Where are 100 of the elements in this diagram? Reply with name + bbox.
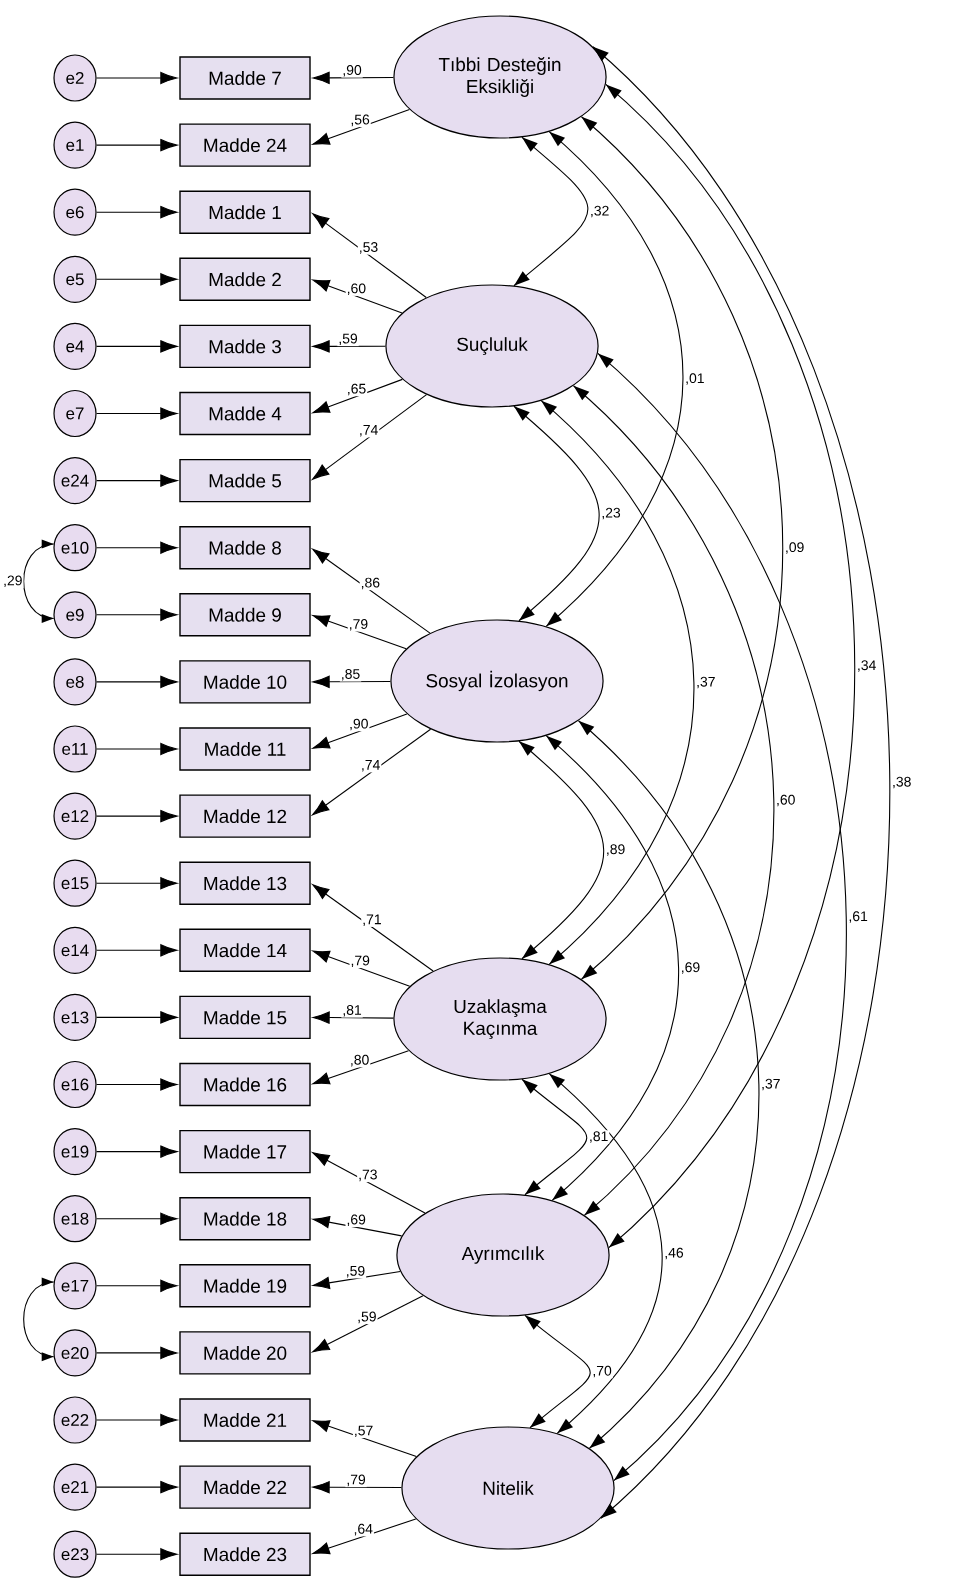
covariance-arrow <box>580 116 784 980</box>
item-box: Madde 23 <box>179 1532 311 1576</box>
edge-label: ,53 <box>357 241 380 255</box>
item-box: Madde 11 <box>179 727 311 771</box>
item-box: Madde 4 <box>179 391 311 436</box>
arrow <box>96 1078 178 1091</box>
edge-label: ,56 <box>349 113 371 128</box>
loading-arrow <box>312 1152 426 1214</box>
edge-label: ,57 <box>352 1424 375 1439</box>
item-box: Madde 8 <box>179 526 311 570</box>
edge-label: ,34 <box>855 659 878 673</box>
arrow <box>96 541 178 554</box>
arrow <box>96 675 178 689</box>
loading-arrow <box>312 615 407 650</box>
covariance-arrow <box>545 735 680 1201</box>
edge-label: ,74 <box>357 424 380 438</box>
item-box: Madde 9 <box>179 593 311 637</box>
edge-label: ,23 <box>600 506 622 521</box>
arrow <box>96 1548 178 1561</box>
edge-label: ,64 <box>352 1522 374 1537</box>
arrow <box>96 608 178 621</box>
covariance-arrow <box>548 1073 663 1434</box>
arrow <box>96 474 178 487</box>
edge-label: ,69 <box>679 961 702 975</box>
item-box: Madde 15 <box>179 995 311 1040</box>
loading-arrow <box>312 884 434 972</box>
item-box: Madde 5 <box>179 458 311 503</box>
arrow <box>96 340 178 353</box>
loading-arrow <box>312 728 432 816</box>
loading-arrow <box>312 950 411 987</box>
covariance-arrow <box>23 1277 55 1362</box>
item-box: Madde 19 <box>179 1264 311 1308</box>
edge-label: ,38 <box>891 775 913 790</box>
arrow <box>96 944 178 957</box>
covariance-arrow <box>23 539 55 624</box>
edge-label: ,80 <box>348 1053 371 1068</box>
edge-label: ,65 <box>345 382 368 397</box>
edge-label: ,85 <box>339 668 362 682</box>
item-box: Madde 14 <box>179 928 311 972</box>
item-box: Madde 22 <box>179 1465 311 1509</box>
edge-label: ,37 <box>695 675 717 690</box>
item-box: Madde 7 <box>179 56 311 100</box>
covariance-arrow <box>513 136 589 287</box>
edge-label: ,81 <box>587 1130 610 1144</box>
arrow <box>96 1481 178 1494</box>
arrow <box>96 273 178 286</box>
loading-arrow <box>312 71 394 85</box>
arrow <box>96 138 178 152</box>
covariance-arrow <box>518 740 605 960</box>
item-box: Madde 20 <box>179 1331 311 1375</box>
arrow <box>96 1212 178 1225</box>
covariance-arrow <box>513 405 600 622</box>
item-box: Madde 17 <box>179 1129 311 1174</box>
item-box: Madde 16 <box>179 1062 311 1107</box>
edge-label: ,59 <box>356 1310 378 1325</box>
loading-arrow <box>312 1420 417 1457</box>
arrow <box>96 877 178 890</box>
covariance-arrow <box>572 385 775 1216</box>
loading-arrow <box>312 1518 417 1555</box>
loading-arrow <box>312 378 403 414</box>
loading-arrow <box>312 1295 424 1353</box>
edge-label: ,90 <box>341 64 363 78</box>
item-box: Madde 2 <box>179 257 311 301</box>
covariance-arrow <box>524 1314 591 1429</box>
edge-label: ,79 <box>345 1473 367 1488</box>
covariance-arrow <box>592 46 891 1519</box>
edge-label: ,01 <box>684 372 706 386</box>
loading-arrow <box>312 548 431 634</box>
edge-label: ,46 <box>663 1246 685 1261</box>
covariance-arrow <box>597 352 847 1482</box>
edge-label: ,89 <box>604 843 627 857</box>
edge-label: ,79 <box>349 954 371 969</box>
edge-label: ,71 <box>361 913 383 927</box>
arrow <box>96 1346 178 1360</box>
loading-arrow <box>312 1270 401 1289</box>
edge-label: ,74 <box>359 759 382 773</box>
arrow <box>96 71 178 85</box>
item-box: Madde 10 <box>179 660 311 704</box>
loading-arrow <box>312 1050 410 1085</box>
edge-label: ,70 <box>591 1364 613 1379</box>
edge-label: ,73 <box>357 1168 379 1183</box>
item-box: Madde 13 <box>179 861 311 905</box>
arrow <box>96 206 178 219</box>
item-box: Madde 3 <box>179 324 311 369</box>
edge-label: ,61 <box>847 910 869 924</box>
loading-arrow <box>312 109 411 145</box>
covariance-arrow <box>545 131 684 627</box>
covariance-arrow <box>605 83 856 1249</box>
edge-label: ,60 <box>345 282 368 296</box>
item-box: Madde 12 <box>179 794 311 838</box>
arrow <box>96 810 178 823</box>
loading-arrow <box>312 279 403 314</box>
arrow <box>96 407 178 420</box>
edge-label: ,81 <box>341 1004 363 1018</box>
loading-arrow <box>312 213 427 299</box>
item-box: Madde 24 <box>179 123 311 167</box>
edge-label: ,60 <box>775 793 797 808</box>
edge-label: ,69 <box>345 1213 367 1228</box>
covariance-arrow <box>521 1078 588 1196</box>
edge-label: ,09 <box>783 541 806 555</box>
